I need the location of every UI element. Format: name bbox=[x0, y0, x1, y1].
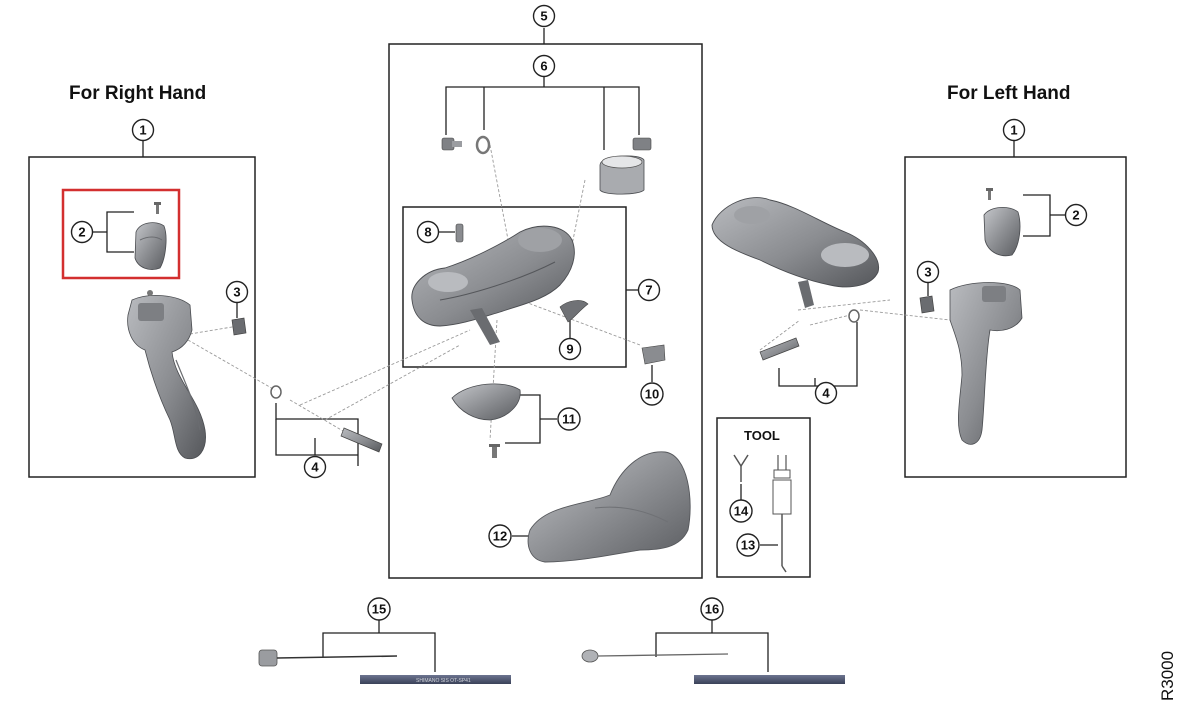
svg-text:13: 13 bbox=[741, 538, 755, 553]
callout-5: 5 bbox=[532, 4, 556, 28]
svg-text:1: 1 bbox=[139, 123, 146, 138]
right-shift-lever-assembly bbox=[127, 290, 206, 460]
callout-4-left: 4 bbox=[814, 381, 838, 405]
left-shift-lever-assembly bbox=[949, 282, 1023, 445]
tool-box bbox=[716, 417, 811, 578]
callout-3-left: 3 bbox=[916, 260, 940, 284]
right-hand-heading: For Right Hand bbox=[69, 83, 207, 104]
callout-3-right: 3 bbox=[225, 280, 249, 304]
callout-10: 10 bbox=[640, 382, 664, 406]
bracket-lines bbox=[92, 28, 1065, 672]
bracket-hood-part-12 bbox=[527, 451, 691, 563]
callout-12: 12 bbox=[488, 524, 512, 548]
callout-1-left: 1 bbox=[1002, 118, 1026, 142]
callout-14: 14 bbox=[729, 499, 753, 523]
svg-text:5: 5 bbox=[540, 9, 547, 24]
lower-cover-part-11 bbox=[451, 383, 521, 458]
svg-text:14: 14 bbox=[734, 504, 749, 519]
left-small-bracket bbox=[919, 295, 935, 314]
svg-text:2: 2 bbox=[78, 225, 85, 240]
svg-text:12: 12 bbox=[493, 529, 507, 544]
callout-9: 9 bbox=[558, 337, 582, 361]
left-hand-box bbox=[904, 156, 1127, 478]
callout-8: 8 bbox=[416, 220, 440, 244]
svg-text:9: 9 bbox=[566, 342, 573, 357]
callout-4-right: 4 bbox=[303, 455, 327, 479]
callout-13: 13 bbox=[736, 533, 760, 557]
svg-text:15: 15 bbox=[372, 602, 386, 617]
svg-text:16: 16 bbox=[705, 602, 719, 617]
highlight-box bbox=[61, 188, 181, 280]
callout-6: 6 bbox=[532, 54, 556, 78]
left-main-body bbox=[711, 197, 879, 308]
callout-11: 11 bbox=[557, 407, 581, 431]
tool-14-fork bbox=[733, 454, 749, 482]
callout-15: 15 bbox=[367, 597, 391, 621]
svg-text:4: 4 bbox=[822, 386, 830, 401]
left-bracket-cover bbox=[983, 188, 1021, 257]
svg-text:1: 1 bbox=[1010, 123, 1017, 138]
main-body-part-7 bbox=[411, 225, 575, 345]
left-pin-and-ring bbox=[759, 309, 860, 361]
svg-text:7: 7 bbox=[645, 283, 652, 298]
right-small-bracket bbox=[231, 317, 247, 336]
callout-16: 16 bbox=[700, 597, 724, 621]
small-part-10 bbox=[641, 344, 666, 365]
callouts: 1 1 2 2 3 3 4 4 5 6 7 8 9 10 11 12 13 14… bbox=[70, 4, 1088, 621]
cable-print-text: SHIMANO SIS OT-SP41 bbox=[416, 678, 471, 684]
callout-7: 7 bbox=[637, 278, 661, 302]
main-body-box bbox=[402, 206, 627, 368]
right-hand-box bbox=[28, 156, 256, 478]
right-pin-and-ring bbox=[270, 385, 383, 453]
svg-text:2: 2 bbox=[1072, 208, 1079, 223]
center-assembly-box bbox=[388, 43, 703, 579]
cable-set-15: SHIMANO SIS OT-SP41 bbox=[258, 649, 511, 684]
svg-text:3: 3 bbox=[233, 285, 240, 300]
fixing-bolt-and-washer bbox=[441, 135, 491, 155]
svg-text:11: 11 bbox=[562, 412, 576, 427]
callout-1-right: 1 bbox=[131, 118, 155, 142]
svg-text:3: 3 bbox=[924, 265, 931, 280]
svg-text:10: 10 bbox=[645, 387, 659, 402]
tool-13-driver bbox=[772, 455, 792, 573]
callout-2-left: 2 bbox=[1064, 203, 1088, 227]
band-clamp bbox=[599, 137, 652, 195]
pin-part-8 bbox=[455, 223, 464, 243]
leader-lines bbox=[187, 144, 951, 441]
right-bracket-cover bbox=[134, 202, 167, 270]
left-hand-heading: For Left Hand bbox=[947, 83, 1071, 104]
svg-text:8: 8 bbox=[424, 225, 431, 240]
callout-2-right: 2 bbox=[70, 220, 94, 244]
svg-text:4: 4 bbox=[311, 460, 319, 475]
tool-heading: TOOL bbox=[744, 428, 780, 443]
cable-set-16 bbox=[581, 649, 845, 684]
svg-text:6: 6 bbox=[540, 59, 547, 74]
small-lever-part-9 bbox=[559, 300, 589, 323]
